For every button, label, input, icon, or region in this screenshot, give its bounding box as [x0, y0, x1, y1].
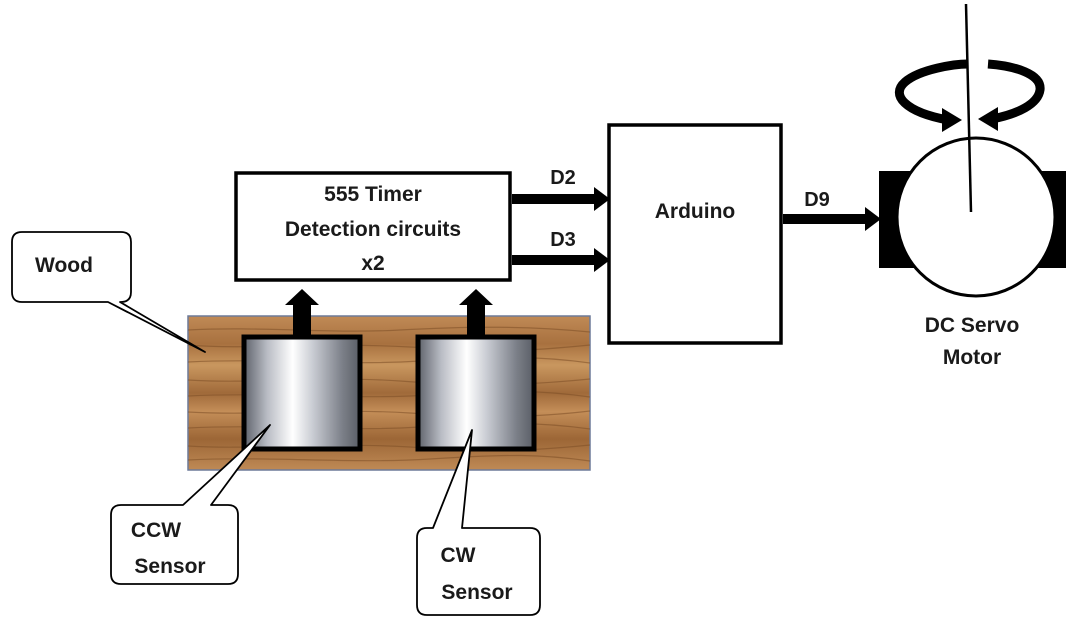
- timer-title: 555 Timer: [324, 183, 422, 206]
- rotation-arrowhead-left-icon: [978, 107, 998, 131]
- ccw-callout-line1: CCW: [131, 519, 181, 542]
- timer-subtitle: Detection circuits: [285, 218, 461, 241]
- timer-multiplier: x2: [361, 252, 384, 275]
- motor-label-line2: Motor: [943, 346, 1001, 369]
- d9-arrow: D9: [783, 189, 881, 231]
- d9-label: D9: [804, 189, 830, 211]
- d2-arrow: D2: [512, 167, 610, 211]
- motor-label-line1: DC Servo: [925, 314, 1020, 337]
- wood-callout: Wood: [12, 232, 205, 352]
- wood-label: Wood: [35, 254, 93, 277]
- d2-label: D2: [550, 167, 576, 189]
- cw-sensor: [418, 337, 534, 449]
- cw-callout-line2: Sensor: [441, 581, 512, 604]
- arduino-label: Arduino: [655, 200, 735, 223]
- d3-label: D3: [550, 229, 576, 251]
- motor-body: [897, 138, 1055, 296]
- ccw-callout-line2: Sensor: [134, 555, 205, 578]
- timer-block: 555 Timer Detection circuits x2: [236, 173, 510, 280]
- arduino-block: Arduino: [609, 125, 781, 343]
- rotation-arrowhead-right-icon: [942, 108, 962, 132]
- d3-arrow: D3: [512, 229, 610, 272]
- cw-callout-line1: CW: [441, 544, 476, 567]
- dc-servo-motor: DC Servo Motor: [879, 4, 1066, 369]
